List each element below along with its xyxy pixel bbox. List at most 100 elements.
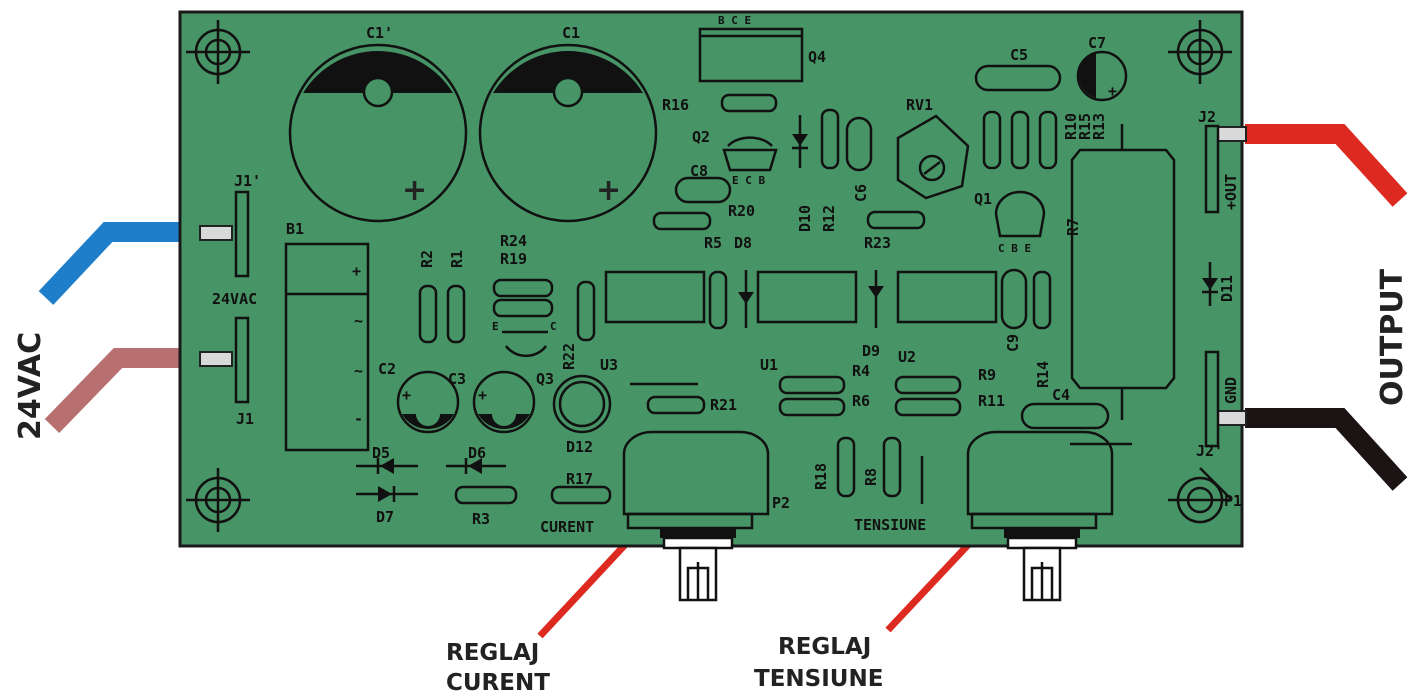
potentiometer-p2 <box>622 430 770 602</box>
label-q3-c: C <box>550 320 557 333</box>
resistor-r4 <box>778 375 846 395</box>
label-d10: D10 <box>796 205 814 232</box>
label-r19: R19 <box>500 250 527 268</box>
resistor-r1 <box>446 284 466 344</box>
capacitor-c1: + <box>478 43 658 223</box>
label-rv1: RV1 <box>906 96 933 114</box>
diode-d7 <box>356 486 418 502</box>
svg-text:+: + <box>596 173 621 208</box>
label-q3-e: E <box>492 320 499 333</box>
label-r3: R3 <box>472 510 490 528</box>
resistor-r21 <box>646 395 706 415</box>
resistor-r10 <box>982 110 1002 170</box>
label-c4: C4 <box>1052 386 1070 404</box>
mounting-hole-tr <box>1168 20 1232 84</box>
label-r2: R2 <box>418 250 436 268</box>
resistor-r5d8 <box>708 270 728 330</box>
resistor-r5 <box>652 211 712 231</box>
resistor-r13 <box>1038 110 1058 170</box>
resistor-r14 <box>1032 270 1052 330</box>
label-r20: R20 <box>728 202 755 220</box>
label-r7: R7 <box>1064 218 1082 236</box>
label-c8: C8 <box>690 162 708 180</box>
resistor-r17 <box>550 485 612 505</box>
caption-reglaj-curent-2: CURENT <box>446 670 550 696</box>
wire-24vac-blue <box>38 222 210 305</box>
diode-d8 <box>738 270 754 328</box>
label-c3: C3 <box>448 370 466 388</box>
label-r18: R18 <box>812 463 830 490</box>
header-j1p <box>234 190 250 278</box>
header-j2p <box>1204 350 1220 448</box>
bridge-mark-ac2: ~ <box>354 362 363 380</box>
resistor-r6 <box>778 397 846 417</box>
label-d7: D7 <box>376 508 394 526</box>
resistor-r22 <box>576 280 596 342</box>
diode-d9 <box>868 270 884 328</box>
label-b1: B1 <box>286 220 304 238</box>
label-r17: R17 <box>566 470 593 488</box>
capacitor-c5 <box>974 64 1062 92</box>
label-curent: CURENT <box>540 518 594 536</box>
label-p1: P1 <box>1224 492 1242 510</box>
header-j2 <box>1204 124 1220 214</box>
resistor-r2 <box>418 284 438 344</box>
label-r11: R11 <box>978 392 1005 410</box>
label-c7: C7 <box>1088 34 1106 52</box>
diode-d6 <box>446 458 506 474</box>
label-d5: D5 <box>372 444 390 462</box>
label-u1: U1 <box>760 356 778 374</box>
label-tensiune: TENSIUNE <box>854 516 926 534</box>
label-q4: Q4 <box>808 48 826 66</box>
label-q1: Q1 <box>974 190 992 208</box>
resistor-r16 <box>720 93 778 113</box>
label-c5: C5 <box>1010 46 1028 64</box>
transistor-q4 <box>698 27 804 83</box>
label-c9: C9 <box>1004 334 1022 352</box>
caption-output: OUTPUT <box>1375 268 1410 406</box>
label-q4-pins: B C E <box>718 14 751 27</box>
terminal-j2 <box>1217 126 1247 142</box>
transistor-q1 <box>994 190 1046 238</box>
resistor-r8 <box>882 436 902 498</box>
label-r6: R6 <box>852 392 870 410</box>
svg-text:+: + <box>1108 82 1117 100</box>
label-r24: R24 <box>500 232 527 250</box>
capacitor-c4 <box>1020 402 1110 430</box>
label-r8: R8 <box>862 468 880 486</box>
label-c1: C1 <box>562 24 580 42</box>
label-c6: C6 <box>852 184 870 202</box>
capacitor-c1p: + <box>288 43 468 223</box>
capacitor-c8 <box>674 176 732 204</box>
label-r1: R1 <box>448 250 466 268</box>
mounting-hole-tl <box>186 20 250 84</box>
trimmer-rv1 <box>896 114 970 200</box>
label-r22: R22 <box>560 343 578 370</box>
caption-24vac: 24VAC <box>13 332 48 440</box>
header-j1 <box>234 316 250 404</box>
diode-d11 <box>1202 262 1218 306</box>
bridge-mark-minus: - <box>354 410 363 428</box>
label-c2: C2 <box>378 360 396 378</box>
label-d12: D12 <box>566 438 593 456</box>
resistor-r23 <box>866 210 926 230</box>
label-u2: U2 <box>898 348 916 366</box>
diode-d10 <box>792 115 808 168</box>
capacitor-c6 <box>845 116 873 172</box>
terminal-j2p <box>1217 410 1247 426</box>
label-q3: Q3 <box>536 370 554 388</box>
resistor-r11 <box>894 397 962 417</box>
led-d12 <box>552 374 612 434</box>
resistor-r9 <box>894 375 962 395</box>
component-u2-body <box>896 270 998 324</box>
terminal-j1p <box>199 225 233 241</box>
label-q2: Q2 <box>692 128 710 146</box>
resistor-r3 <box>454 485 518 505</box>
label-r21: R21 <box>710 396 737 414</box>
transistor-q3 <box>502 330 548 358</box>
resistor-r19 <box>492 298 554 318</box>
label-r10: R10 <box>1062 113 1080 140</box>
caption-reglaj-tensiune-1: REGLAJ <box>778 634 871 660</box>
label-j2: J2 <box>1198 108 1216 126</box>
label-r13: R13 <box>1090 113 1108 140</box>
